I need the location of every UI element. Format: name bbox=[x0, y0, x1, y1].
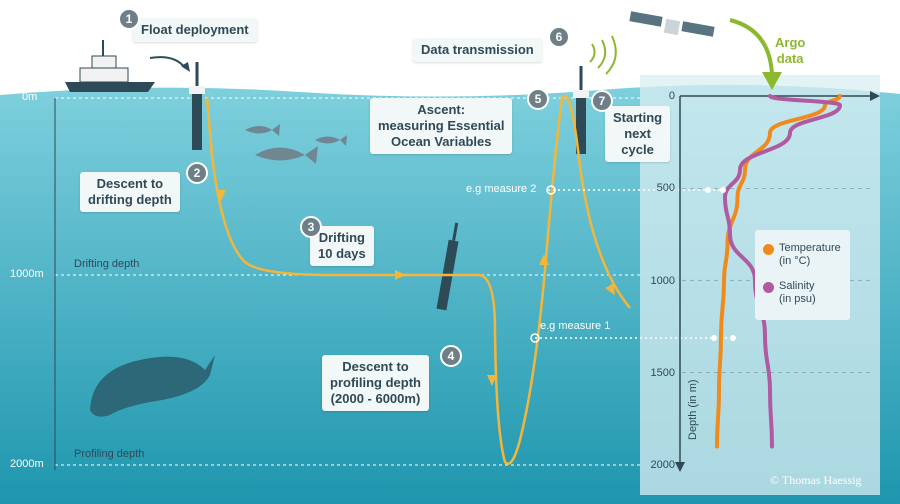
ship-icon bbox=[65, 40, 155, 92]
salinity-dot bbox=[763, 282, 774, 293]
tuna-icons bbox=[245, 124, 347, 164]
step1-badge: 1 bbox=[118, 8, 140, 30]
measure1-marker bbox=[530, 333, 540, 343]
temperature-profile-line bbox=[715, 94, 842, 449]
step7-badge: 7 bbox=[591, 90, 613, 112]
step5-badge: 5 bbox=[527, 88, 549, 110]
salinity-profile-line bbox=[722, 94, 843, 449]
profile-tick-label: 0 bbox=[668, 90, 675, 102]
step2-label: Descent to drifting depth bbox=[80, 172, 180, 212]
profile-sample-marker bbox=[720, 187, 726, 193]
profile-tick-label: 1500 bbox=[650, 366, 675, 379]
step7-label: Starting next cycle bbox=[605, 106, 671, 162]
trajectory-arrows bbox=[216, 190, 615, 386]
profile-curves bbox=[705, 94, 843, 449]
argo-data-label: Argo data bbox=[775, 35, 806, 66]
drifting-depth-label: Drifting depth bbox=[74, 258, 140, 270]
step6-label: Data transmission bbox=[413, 38, 542, 62]
trajectory-arrow bbox=[487, 375, 497, 386]
trajectory-arrow bbox=[539, 254, 549, 265]
measure2-marker bbox=[546, 185, 556, 195]
step5-label: Ascent: measuring Essential Ocean Variab… bbox=[370, 98, 513, 154]
float-trajectory bbox=[205, 94, 631, 465]
profile-sample-marker bbox=[711, 335, 717, 341]
legend-salinity-text: Salinity (in psu) bbox=[779, 280, 816, 305]
signal-waves bbox=[589, 35, 617, 75]
profile-legend: Temperature (in °C) Salinity (in psu) bbox=[755, 230, 850, 320]
profile-tick-label: 500 bbox=[656, 182, 675, 195]
temperature-dot bbox=[763, 244, 774, 255]
legend-temperature: Temperature (in °C) bbox=[763, 242, 841, 268]
step1-label: Float deployment bbox=[133, 18, 257, 42]
trajectory-arrow bbox=[605, 283, 615, 296]
trajectory-arrow bbox=[395, 270, 406, 280]
profile-y-axis-label: Depth (in m) bbox=[687, 379, 699, 440]
legend-temperature-text: Temperature (in °C) bbox=[779, 242, 841, 267]
credit: © Thomas Haessig bbox=[770, 473, 862, 487]
profile-tick-label: 2000 bbox=[650, 459, 675, 471]
argo-data-arrow bbox=[729, 18, 774, 76]
depth-1000m: 1000m bbox=[10, 268, 44, 280]
profiling-depth-label: Profiling depth bbox=[74, 448, 145, 460]
step3-label: Drifting 10 days bbox=[310, 226, 374, 266]
sperm-whale-icon bbox=[90, 355, 215, 417]
float-at-deployment bbox=[189, 62, 205, 150]
legend-salinity: Salinity (in psu) bbox=[763, 280, 816, 306]
float-surfaced bbox=[573, 66, 589, 154]
trajectory-arrow bbox=[216, 190, 226, 201]
profile-sample-marker bbox=[705, 187, 711, 193]
profile-tick-label: 1000 bbox=[650, 274, 675, 287]
step4-label: Descent to profiling depth (2000 - 6000m… bbox=[322, 355, 429, 411]
measure1-label: e.g measure 1 bbox=[540, 320, 611, 332]
depth-0m: 0m bbox=[22, 91, 38, 103]
step3-badge: 3 bbox=[300, 216, 322, 238]
measure2-label: e.g measure 2 bbox=[466, 183, 537, 195]
step4-badge: 4 bbox=[440, 345, 462, 367]
step6-badge: 6 bbox=[548, 26, 570, 48]
satellite-icon bbox=[629, 11, 715, 37]
step2-badge: 2 bbox=[186, 162, 208, 184]
profile-sample-marker bbox=[730, 335, 736, 341]
depth-2000m: 2000m bbox=[10, 458, 44, 470]
